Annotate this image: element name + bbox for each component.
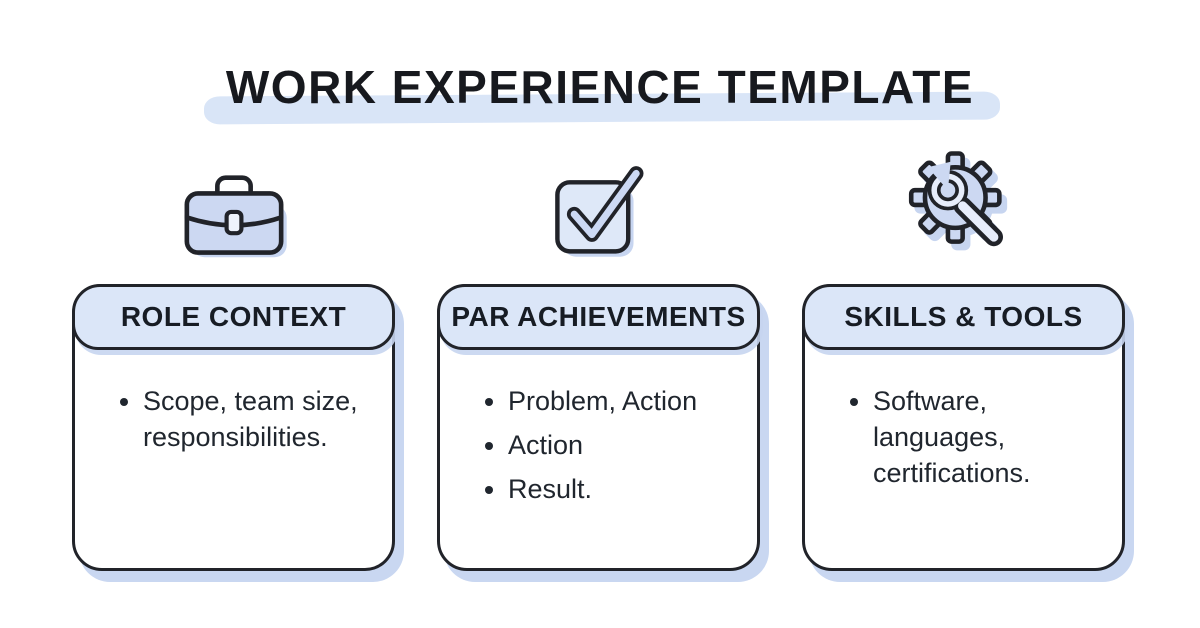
gear-wrench-icon [902, 151, 1026, 260]
bullet-item: Scope, team size, responsibilities. [143, 384, 388, 456]
card-header-par-achievements: PAR ACHIEVEMENTS [437, 284, 760, 350]
cards-row: ROLE CONTEXT Scope, team size, responsib… [72, 151, 1125, 571]
bullet-item: Problem, Action [508, 384, 748, 420]
card-skills-tools: SKILLS & TOOLS Software, languages, cert… [802, 284, 1125, 571]
gear-wrench-icon-svg [908, 151, 1007, 251]
card-body-par-achievements: Problem, Action Action Result. [440, 350, 757, 508]
column-par-achievements: PAR ACHIEVEMENTS Problem, Action Action … [437, 156, 760, 571]
card-par-achievements: PAR ACHIEVEMENTS Problem, Action Action … [437, 284, 760, 571]
bullet-list: Scope, team size, responsibilities. [119, 384, 388, 456]
column-skills-tools: SKILLS & TOOLS Software, languages, cert… [802, 151, 1125, 571]
page-title-text: WORK EXPERIENCE TEMPLATE [225, 61, 975, 113]
card-role-context: ROLE CONTEXT Scope, team size, responsib… [72, 284, 395, 571]
page-title: WORK EXPERIENCE TEMPLATE [203, 60, 1001, 125]
card-body-role-context: Scope, team size, responsibilities. [75, 350, 392, 456]
column-role-context: ROLE CONTEXT Scope, team size, responsib… [72, 156, 395, 571]
bullet-item: Action [508, 428, 748, 464]
card-body-skills-tools: Software, languages, certifications. [805, 350, 1122, 492]
bullet-item: Software, languages, certifications. [873, 384, 1073, 492]
briefcase-icon-svg [184, 175, 287, 258]
card-header-role-context: ROLE CONTEXT [72, 284, 395, 350]
checkbox-icon-svg [554, 166, 643, 257]
bullet-list: Problem, Action Action Result. [484, 384, 748, 508]
card-header-skills-tools: SKILLS & TOOLS [802, 284, 1125, 350]
bullet-list: Software, languages, certifications. [849, 384, 1073, 492]
bullet-item: Result. [508, 472, 748, 508]
checkbox-check-icon [545, 156, 653, 260]
briefcase-icon [173, 156, 295, 260]
page-title-wrap: WORK EXPERIENCE TEMPLATE [0, 60, 1200, 125]
